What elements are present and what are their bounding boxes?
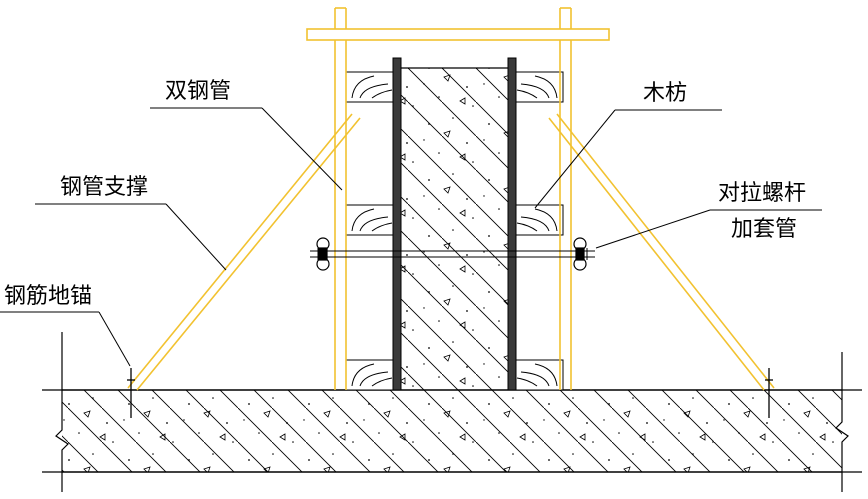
double-steel-pipe-right (559, 7, 572, 390)
label-steel-pipe-support: 钢管支撑 (60, 175, 148, 200)
steel-pipe-brace-right (548, 113, 775, 391)
label-double-steel-pipe: 双钢管 (165, 79, 231, 104)
timber-batten (345, 359, 394, 391)
label-sleeve-pipe: 加套管 (731, 217, 797, 242)
leader-timber-batten (534, 109, 722, 209)
rebar-ground-anchor-left (127, 368, 135, 418)
steel-pipe-brace-left (127, 113, 361, 391)
tie-bolt-nut-right (573, 237, 587, 271)
formwork-panel-left (392, 57, 402, 391)
timber-batten (515, 204, 564, 236)
timber-batten (345, 71, 394, 103)
formwork-panel-right (507, 57, 517, 391)
leader-double-steel-pipe (150, 107, 343, 191)
timber-batten (345, 204, 394, 236)
leader-steel-pipe-support (35, 203, 227, 271)
foundation-slab (62, 389, 842, 473)
timber-batten (515, 71, 564, 103)
label-timber-batten: 木枋 (643, 81, 687, 106)
timber-battens-left (345, 71, 394, 391)
label-rebar-ground-anchor: 钢筋地锚 (4, 284, 92, 309)
double-steel-pipe-left (334, 7, 347, 390)
tie-bolt (310, 248, 595, 260)
rebar-ground-anchor-right (765, 368, 773, 418)
leader-tie-bolt (595, 209, 822, 249)
timber-batten (515, 359, 564, 391)
slab-break-line-right (835, 352, 862, 492)
concrete-wall (401, 67, 508, 390)
top-crossbar-pipe (306, 28, 610, 41)
tie-bolt-nut-left (316, 237, 330, 271)
slab-break-line-left (42, 332, 69, 492)
timber-battens-right (515, 71, 564, 391)
label-tie-bolt: 对拉螺杆 (718, 181, 806, 206)
leader-rebar-ground-anchor (0, 311, 131, 367)
